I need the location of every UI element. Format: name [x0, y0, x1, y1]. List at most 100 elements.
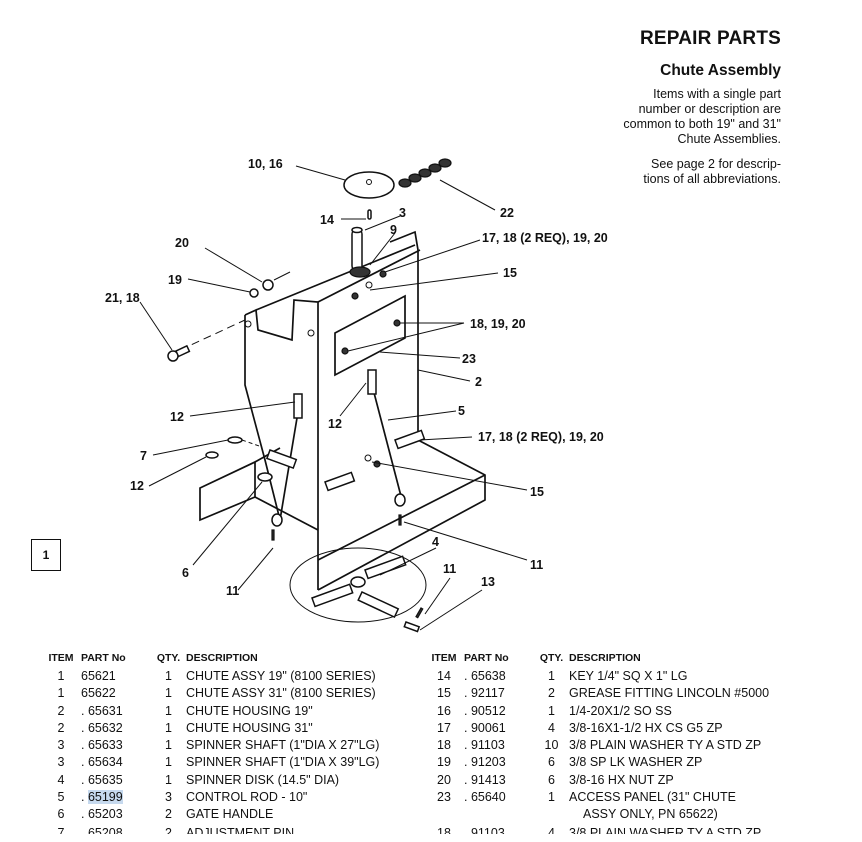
- grease-fitting: [364, 454, 372, 462]
- part-no-cell-text: . 65208: [81, 825, 123, 834]
- part-no-cell: . 65640: [464, 790, 534, 807]
- description-cell: ASSY ONLY, PN 65622): [569, 807, 769, 824]
- grease-fitting: [365, 281, 373, 289]
- item-cell-text: 18: [437, 738, 451, 753]
- highlighted-part-no[interactable]: 65199: [87, 790, 123, 805]
- col-part-no: PART No: [81, 652, 126, 664]
- table-header-row: ITEM PART No QTY. DESCRIPTION: [41, 651, 379, 669]
- item-cell: 19: [424, 755, 464, 772]
- pin-path: [241, 439, 263, 448]
- item-cell: 18: [424, 738, 464, 755]
- description-cell: 3/8-16 HX NUT ZP: [569, 773, 769, 790]
- housing-hole: [307, 329, 315, 337]
- description-cell: SPINNER DISK (14.5" DIA): [186, 773, 379, 790]
- rod-bracket: [293, 393, 303, 419]
- description-cell: CHUTE HOUSING 19": [186, 704, 379, 721]
- qty-cell: 1: [151, 755, 186, 772]
- qty-cell-text: 3: [165, 790, 172, 805]
- qty-cell-text: 4: [548, 720, 555, 735]
- callout-6: 6: [182, 566, 189, 580]
- part-no-cell-text: . 91103: [464, 825, 505, 834]
- part-no-cell-text: . 91413: [464, 772, 506, 787]
- part-no-cell: . 65199: [81, 790, 151, 807]
- callout-17-18-19-20-top: 17, 18 (2 REQ), 19, 20: [482, 231, 608, 245]
- note-line: number or description are: [638, 102, 781, 116]
- callout-labels: 10, 16 14 3 9 22 20 19 21, 18 17, 18 (2 …: [105, 157, 608, 598]
- item-cell-text: 15: [437, 686, 451, 701]
- item-cell-text: 7: [57, 825, 65, 834]
- qty-cell-text: 1: [165, 686, 172, 701]
- col-qty: QTY.: [539, 652, 564, 664]
- table-row: ASSY ONLY, PN 65622): [424, 807, 769, 824]
- table-row: 5 . 65199 3 CONTROL ROD - 10": [41, 790, 379, 807]
- callout-12-lower: 12: [130, 479, 144, 493]
- gate-plate: [199, 460, 256, 522]
- description-cell-text: ACCESS PANEL (31" CHUTE: [569, 790, 736, 805]
- description-cell: ADJUSTMENT PIN: [186, 825, 379, 842]
- item-cell: 2: [41, 721, 81, 738]
- adjustment-pin: [227, 436, 243, 444]
- description-cell-text: CHUTE HOUSING 31": [186, 720, 313, 735]
- description-cell-text: ASSY ONLY, PN 65622): [583, 807, 718, 822]
- table-header-row: ITEM PART No QTY. DESCRIPTION: [424, 651, 769, 669]
- qty-cell-text: 1: [548, 669, 555, 683]
- part-no-cell: 65622: [81, 686, 151, 703]
- cotter-pin: [271, 529, 275, 541]
- qty-cell-text: 2: [165, 807, 172, 822]
- part-no-cell: 65621: [81, 669, 151, 686]
- item-cell: 18: [424, 825, 464, 842]
- part-no-cell-text: 65621: [81, 669, 116, 683]
- housing-top-front: [317, 249, 421, 303]
- page-header: REPAIR PARTS Chute Assembly Items with a…: [623, 28, 781, 187]
- qty-cell: 6: [534, 755, 569, 772]
- description-cell: GATE HANDLE: [186, 807, 379, 824]
- qty-cell: 2: [151, 807, 186, 824]
- qty-cell-text: 1: [548, 703, 555, 718]
- section-subtitle: Chute Assembly: [660, 62, 781, 79]
- item-cell: 1: [41, 669, 81, 686]
- housing-left-edge: [244, 315, 281, 521]
- cotter-pin: [415, 607, 424, 619]
- bolt-shank: [175, 344, 191, 358]
- callout-21-18: 21, 18: [105, 291, 140, 305]
- item-cell: 23: [424, 790, 464, 807]
- item-cell-text: 3: [57, 738, 65, 753]
- part-no-cell: . 91413: [464, 773, 534, 790]
- qty-cell: 1: [534, 669, 569, 686]
- bolt: [351, 292, 359, 300]
- part-no-cell-text: 65622: [81, 686, 116, 701]
- part-no-cell: . 92117: [464, 686, 534, 703]
- callout-13: 13: [481, 575, 495, 589]
- qty-cell-text: 1: [165, 720, 172, 735]
- part-no-cell: . 65631: [81, 704, 151, 721]
- item-cell-text: 5: [57, 790, 65, 805]
- qty-cell: 2: [534, 686, 569, 703]
- note-line: See page 2 for descrip-: [651, 157, 781, 171]
- item-cell: 1: [41, 686, 81, 703]
- description-cell-text: CONTROL ROD - 10": [186, 790, 308, 805]
- part-no-cell: . 65203: [81, 807, 151, 824]
- panel-bolt: [393, 319, 401, 327]
- item-cell: 7: [41, 825, 81, 842]
- panel-bolt: [341, 347, 349, 355]
- rod-clevis: [271, 513, 283, 527]
- page-number-badge: 1: [31, 539, 61, 571]
- part-no-cell-text: . 91203: [464, 755, 506, 770]
- spinner-disk: [289, 547, 427, 633]
- part-no-cell: . 91103: [464, 825, 534, 842]
- housing-hole: [244, 320, 252, 328]
- col-item: ITEM: [48, 652, 74, 664]
- description-cell-text: 3/8 SP LK WASHER ZP: [569, 755, 703, 770]
- item-cell: 3: [41, 738, 81, 755]
